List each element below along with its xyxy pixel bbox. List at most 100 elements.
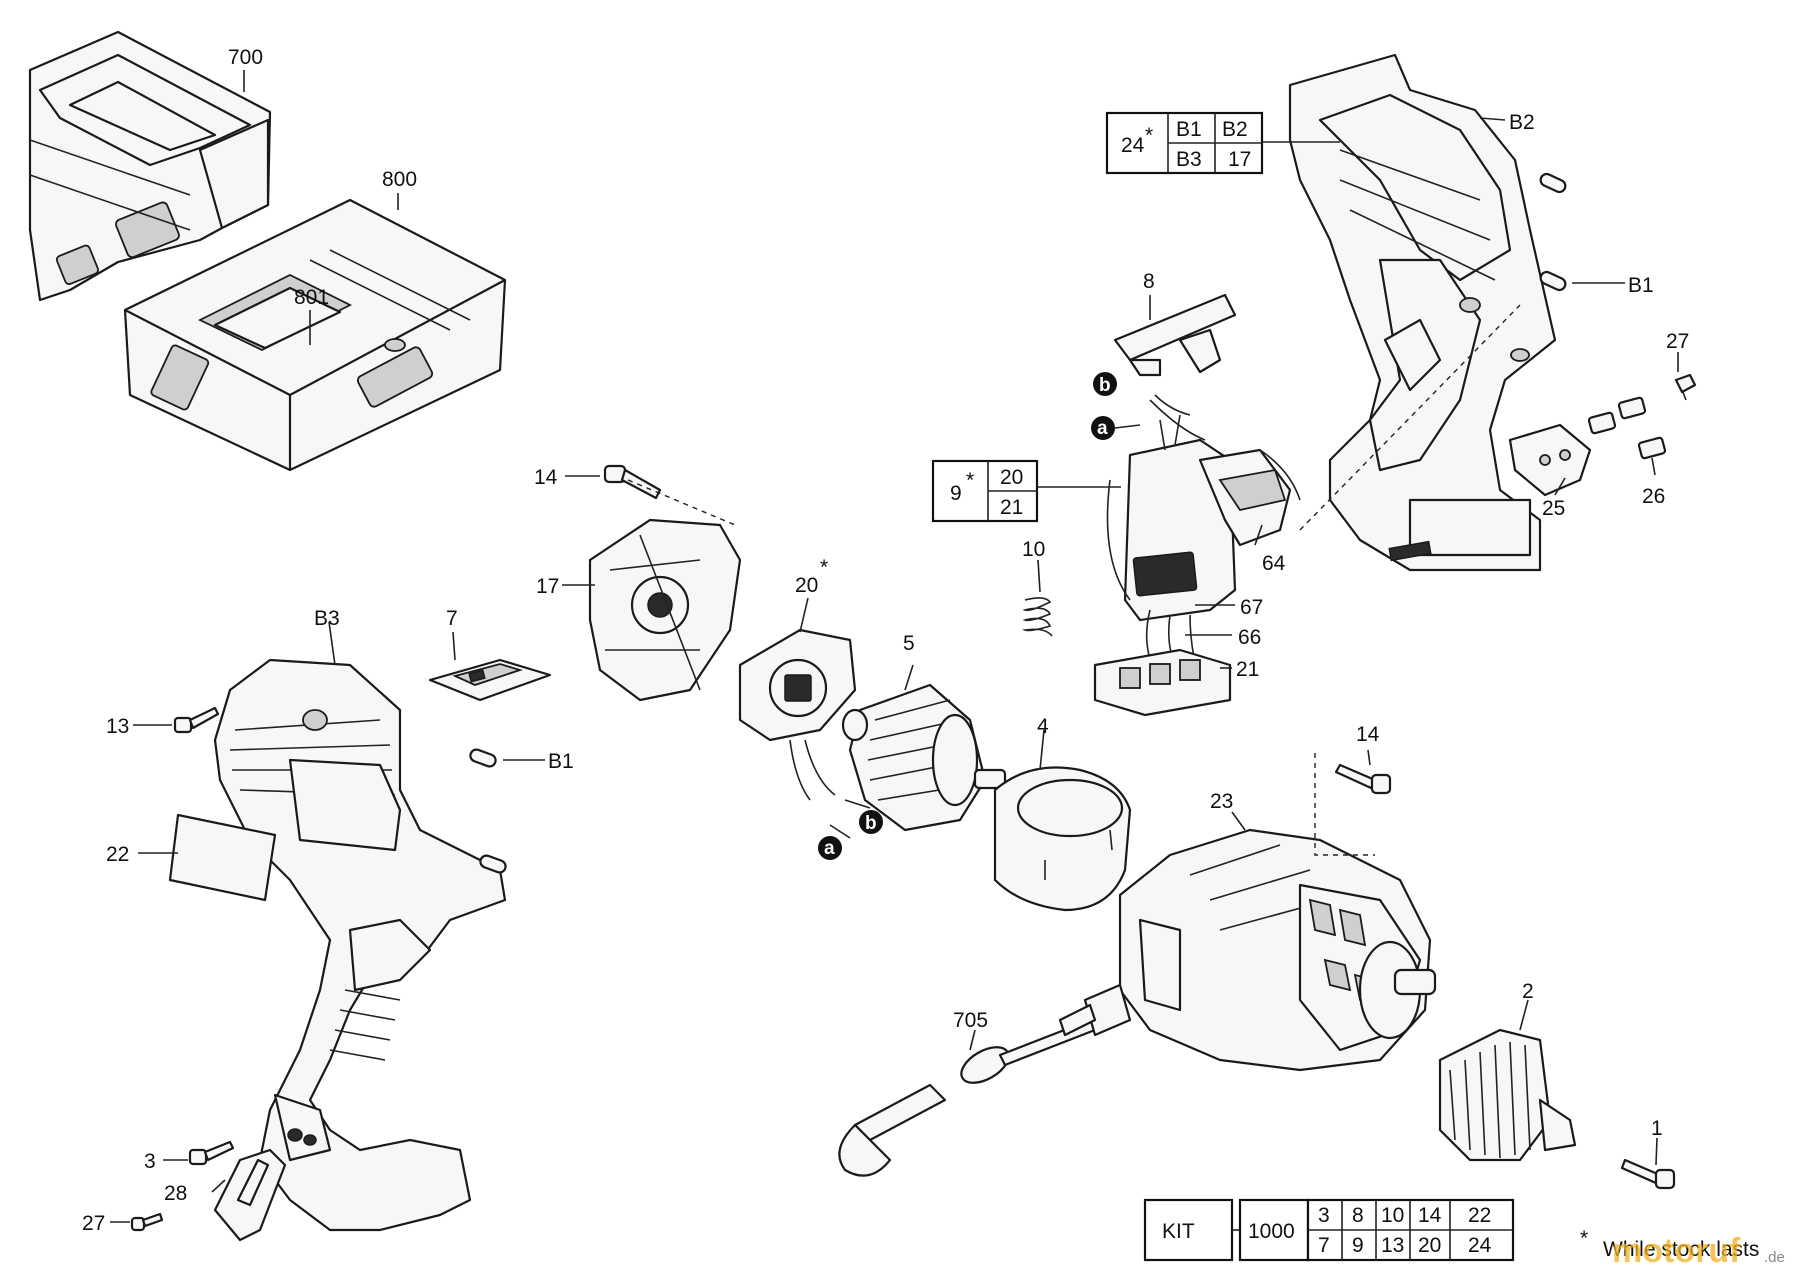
kit-row2-col5: 24 — [1468, 1234, 1492, 1257]
part-21-switch-base — [1093, 648, 1232, 717]
kit-title: KIT — [1162, 1220, 1195, 1243]
kit-row1-col5: 22 — [1468, 1204, 1491, 1227]
marker-a-top — [1091, 416, 1115, 440]
kit-row2-col2: 9 — [1352, 1234, 1364, 1257]
label-67: 67 — [1240, 596, 1263, 619]
part-10-spring — [1021, 597, 1053, 637]
reference-box-24: 24 * B1 B2 B3 17 — [1105, 111, 1264, 175]
marker-b-top — [1093, 372, 1117, 396]
part-28-belt-clip — [213, 1148, 287, 1242]
label-b2: B2 — [1509, 111, 1535, 134]
label-2: 2 — [1522, 980, 1534, 1003]
label-b1-right: B1 — [1628, 274, 1654, 297]
label-13: 13 — [106, 715, 129, 738]
label-26: 26 — [1642, 485, 1665, 508]
box9-cell-1: 20 — [1000, 466, 1023, 489]
label-17: 17 — [536, 575, 559, 598]
box24-cell-3: B3 — [1176, 148, 1202, 171]
label-b1-left: B1 — [548, 750, 574, 773]
box9-number: 9 — [950, 482, 962, 505]
box24-number: 24 — [1121, 134, 1145, 157]
marker-b-bottom-text: b — [865, 813, 877, 834]
kit-row1-col3: 10 — [1381, 1204, 1404, 1227]
kit-row1-col1: 3 — [1318, 1204, 1330, 1227]
kit-row1-col4: 14 — [1418, 1204, 1442, 1227]
label-21: 21 — [1236, 658, 1259, 681]
box24-asterisk: * — [1145, 124, 1153, 147]
marker-a-top-text: a — [1097, 418, 1108, 439]
kit-code: 1000 — [1248, 1220, 1295, 1243]
part-13-screw — [173, 706, 220, 734]
part-26-clips — [1587, 396, 1667, 460]
watermark: motoruf .de — [1612, 1232, 1785, 1270]
label-27-top: 27 — [1666, 330, 1689, 353]
label-3: 3 — [144, 1150, 156, 1173]
part-17-end-plate — [588, 518, 742, 702]
label-700: 700 — [228, 46, 263, 69]
label-4: 4 — [1037, 715, 1049, 738]
part-20-pcb-ring — [738, 628, 857, 801]
marker-b-bottom — [859, 810, 883, 834]
label-705: 705 — [953, 1009, 988, 1032]
label-20-asterisk: * — [820, 556, 828, 579]
label-25: 25 — [1542, 497, 1565, 520]
pins-b1-b2 — [1539, 172, 1567, 292]
housing-half-b3 — [213, 658, 507, 1232]
footnote-asterisk: * — [1580, 1227, 1588, 1250]
footnote: * While stock lasts — [1580, 1227, 1759, 1261]
label-801: 801 — [294, 286, 329, 309]
box9-cell-2: 21 — [1000, 496, 1023, 519]
part-4-stator-ring — [993, 766, 1132, 912]
label-14-top: 14 — [534, 466, 558, 489]
label-8: 8 — [1143, 270, 1155, 293]
part-27-screw-bottom — [130, 1212, 164, 1232]
box9-asterisk: * — [966, 469, 974, 492]
housing-half-b2 — [1288, 53, 1557, 572]
watermark-text: motoruf — [1612, 1232, 1741, 1270]
part-1-screw — [1620, 1158, 1676, 1190]
box24-cell-2: B2 — [1222, 118, 1248, 141]
part-labels: 700 800 801 B2 B1 8 27 25 26 10 64 67 66… — [82, 46, 1689, 1235]
label-5: 5 — [903, 632, 915, 655]
part-27-screw-top — [1674, 373, 1697, 401]
label-22: 22 — [106, 843, 129, 866]
label-800: 800 — [382, 168, 417, 191]
reference-box-9: 9 * 20 21 — [931, 459, 1039, 523]
label-27-bottom: 27 — [82, 1212, 105, 1235]
case-lid-700 — [28, 30, 272, 302]
part-7-selector — [428, 658, 552, 702]
box24-cell-1: B1 — [1176, 118, 1202, 141]
label-b3: B3 — [314, 607, 340, 630]
kit-row2-col3: 13 — [1381, 1234, 1404, 1257]
switch-assembly-9 — [1106, 399, 1301, 622]
case-base-800 — [123, 198, 507, 472]
label-14-lower: 14 — [1356, 723, 1380, 746]
label-1: 1 — [1651, 1117, 1663, 1140]
watermark-suffix: .de — [1764, 1249, 1785, 1266]
marker-a-bottom-text: a — [824, 838, 835, 859]
part-2-chuck — [1438, 1028, 1577, 1162]
part-8-switch-lever — [1113, 293, 1237, 377]
part-3-screw — [188, 1140, 235, 1166]
label-10: 10 — [1022, 538, 1045, 561]
marker-a-bottom — [818, 836, 842, 860]
part-23-gearbox — [1118, 828, 1437, 1072]
wire-markers: b a b a — [818, 372, 1117, 860]
marker-b-top-text: b — [1099, 375, 1111, 396]
part-25-bracket — [1508, 423, 1592, 497]
label-64: 64 — [1262, 552, 1286, 575]
footnote-text: While stock lasts — [1603, 1238, 1759, 1261]
pins-b1-left — [469, 748, 507, 874]
kit-row2-col1: 7 — [1318, 1234, 1330, 1257]
label-66: 66 — [1238, 626, 1261, 649]
kit-table: KIT 1000 3 8 10 14 22 7 9 13 20 24 — [1143, 1198, 1515, 1262]
label-7: 7 — [446, 607, 458, 630]
leader-lines — [110, 70, 1679, 1223]
box24-cell-4: 17 — [1228, 148, 1251, 171]
label-28: 28 — [164, 1182, 187, 1205]
part-14-screw-top — [603, 464, 662, 500]
kit-row2-col4: 20 — [1418, 1234, 1441, 1257]
label-20: 20 — [795, 574, 818, 597]
label-23: 23 — [1210, 790, 1233, 813]
